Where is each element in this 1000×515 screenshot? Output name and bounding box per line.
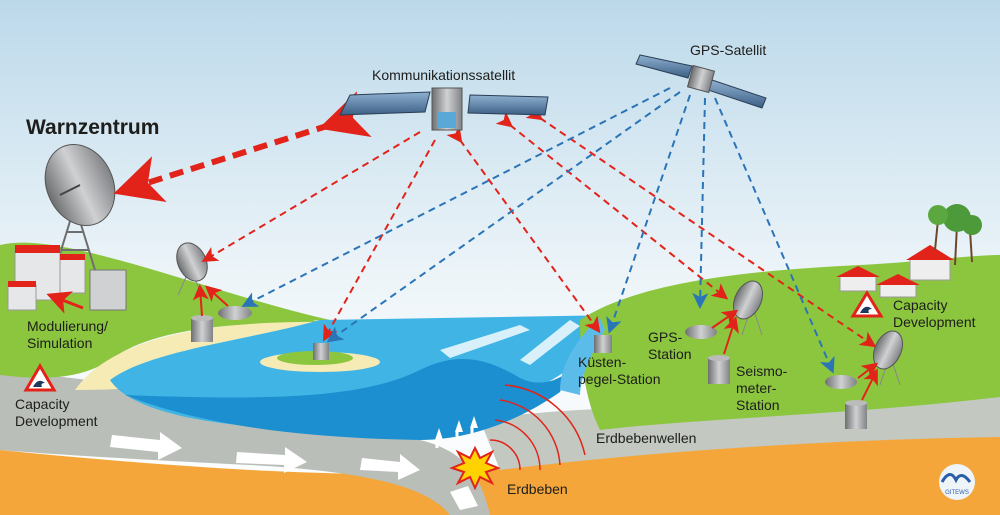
modeling-label-2: Simulation (27, 335, 92, 351)
warning-center-dish (44, 143, 116, 271)
computer-server-icon (89, 269, 127, 311)
communication-links (113, 87, 877, 374)
tide-gauge-label-1: Küsten- (578, 354, 627, 370)
seismometer-icon (845, 403, 867, 429)
capacity-left-label-1: Capacity (15, 396, 69, 412)
buildings-icon (7, 245, 127, 311)
capacity-right-label-1: Capacity (893, 297, 947, 313)
plate-motion-arrows (110, 416, 478, 510)
tsunami-warning-sign-icon (23, 363, 57, 392)
modeling-label-1: Modulierung/ (27, 318, 108, 334)
gps-station-label-2: Station (648, 346, 692, 362)
seismometer-icon (191, 318, 213, 342)
gps-satellite-label: GPS-Satellit (690, 42, 766, 58)
tsunami-wave (125, 358, 570, 440)
seismometer-label-2: meter- (736, 380, 777, 396)
capacity-left-label-2: Development (15, 413, 98, 429)
gps-satellite-icon (635, 54, 767, 109)
oceanic-crust (0, 372, 490, 515)
station-right (825, 330, 904, 429)
island-tide-gauge-icon (313, 343, 329, 360)
earthquake-label: Erdbeben (507, 481, 568, 497)
communication-satellite-label: Kommunikationssatellit (372, 67, 515, 83)
gitews-logo: GITEWS (939, 464, 975, 500)
seismic-waves-label: Erdbebenwellen (596, 430, 696, 446)
seismometer-label-3: Station (736, 397, 780, 413)
village-icon (836, 204, 982, 298)
gps-receiver-icon (825, 375, 857, 389)
seismometer-label-1: Seismo- (736, 363, 788, 379)
seismic-wave-lines (489, 384, 586, 471)
gps-station-label-1: GPS- (648, 329, 683, 345)
gps-receiver-icon (218, 306, 252, 320)
page-title: Warnzentrum (26, 116, 159, 139)
communication-satellite-icon (339, 87, 549, 131)
mantle (0, 435, 1000, 515)
tide-gauge-label-2: pegel-Station (578, 371, 661, 387)
logo-text: GITEWS (945, 490, 969, 496)
tide-gauge-icon (594, 335, 612, 353)
seismometer-icon (708, 358, 730, 384)
earthquake-icon (449, 445, 501, 491)
station-left (176, 242, 252, 342)
capacity-right-label-2: Development (893, 314, 976, 330)
